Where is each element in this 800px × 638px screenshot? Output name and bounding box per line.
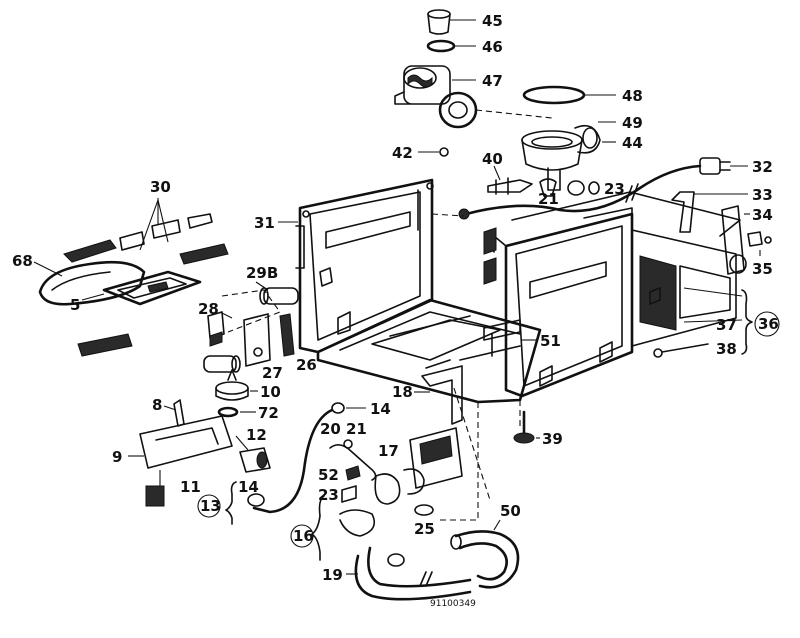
sump-seal-48 — [522, 85, 586, 105]
callout-10: 10 — [260, 383, 281, 401]
callout-34: 34 — [752, 206, 773, 224]
callout-5: 5 — [70, 296, 80, 314]
callout-49: 49 — [622, 114, 643, 132]
ring-23-lower — [341, 485, 357, 503]
callout-9: 9 — [112, 448, 122, 466]
callout-17: 17 — [378, 442, 399, 460]
callout-51: 51 — [540, 332, 561, 350]
callout-52: 52 — [318, 466, 339, 484]
group-brace-36 — [741, 289, 753, 355]
terminal-strip-26 — [279, 313, 295, 357]
seal-25 — [414, 504, 434, 516]
circulation-pump-47 — [394, 65, 478, 129]
hose-14 — [247, 402, 345, 514]
drain-hose-50 — [450, 530, 520, 589]
callout-23-lower: 23 — [318, 486, 339, 504]
callout-68: 68 — [12, 252, 33, 270]
sensor-40 — [487, 177, 533, 195]
clip-21-upper — [539, 178, 557, 197]
grommet-42 — [439, 147, 449, 157]
screw-52 — [345, 465, 361, 481]
callout-25: 25 — [414, 520, 435, 538]
bracket-plate-9 — [139, 399, 233, 469]
callout-20: 20 — [320, 420, 341, 438]
callout-28: 28 — [198, 300, 219, 318]
bracket-33 — [671, 191, 695, 233]
hinge-34 — [721, 205, 747, 275]
control-panel-68 — [38, 260, 146, 306]
callout-32: 32 — [752, 158, 773, 176]
switch-buttons-30 — [63, 213, 229, 357]
ring-23-upper — [567, 180, 600, 196]
callout-44: 44 — [622, 134, 643, 152]
callout-33: 33 — [752, 186, 773, 204]
left-side-panel-31 — [295, 178, 434, 354]
callout-18: 18 — [392, 383, 413, 401]
callout-16: 16 — [293, 527, 314, 545]
callout-36: 36 — [758, 315, 779, 333]
callout-37: 37 — [716, 316, 737, 334]
clamp-part — [339, 509, 376, 537]
callout-50: 50 — [500, 502, 521, 520]
callout-31: 31 — [254, 214, 275, 232]
callout-40: 40 — [482, 150, 503, 168]
leveling-foot-39 — [513, 410, 535, 444]
bracket-27 — [243, 313, 271, 367]
callout-8: 8 — [152, 396, 162, 414]
callout-23-upper: 23 — [604, 180, 625, 198]
capacitor-29b — [259, 287, 299, 305]
drawing-code: 91100349 — [430, 599, 476, 609]
valve-assembly-17 — [374, 427, 463, 505]
callout-11: 11 — [180, 478, 201, 496]
callout-27: 27 — [262, 364, 283, 382]
pressure-switch-10 — [215, 369, 249, 401]
callout-19: 19 — [322, 566, 343, 584]
rail-51 — [483, 319, 521, 357]
connector-block — [145, 485, 165, 507]
callout-13: 13 — [200, 497, 221, 515]
callout-12: 12 — [246, 426, 267, 444]
callout-21-lower: 21 — [346, 420, 367, 438]
cylinder-part — [203, 355, 241, 373]
callout-14-left: 14 — [238, 478, 259, 496]
drain-hose-19 — [354, 546, 472, 601]
back-panel-37 — [631, 229, 737, 347]
callout-29b: 29B — [246, 264, 278, 282]
seal-ring-46 — [426, 39, 456, 53]
clip-20-21 — [329, 439, 377, 481]
sump-housing-44 — [521, 124, 601, 191]
callout-21-upper: 21 — [538, 190, 559, 208]
control-board-5 — [102, 270, 202, 306]
relay-28 — [207, 311, 225, 347]
callout-35: 35 — [752, 260, 773, 278]
power-cable-32 — [458, 157, 731, 220]
screw-38 — [653, 343, 709, 358]
callout-circle-36 — [754, 311, 780, 337]
callout-30: 30 — [150, 178, 171, 196]
callout-39: 39 — [542, 430, 563, 448]
callout-14-right: 14 — [370, 400, 391, 418]
callout-48: 48 — [622, 87, 643, 105]
callout-26: 26 — [296, 356, 317, 374]
support-bracket-18 — [421, 359, 463, 425]
callout-38: 38 — [716, 340, 737, 358]
callout-circle-16 — [290, 524, 314, 548]
callout-46: 46 — [482, 38, 503, 56]
pump-cap-45 — [427, 9, 451, 35]
callout-45: 45 — [482, 12, 503, 30]
valve-12 — [239, 447, 271, 473]
callout-labels: 45 46 47 48 49 44 42 40 21 23 32 33 34 3… — [12, 12, 779, 584]
gasket-72 — [217, 406, 239, 418]
callout-circle-13 — [197, 494, 221, 518]
screw-35 — [747, 231, 772, 247]
callout-72: 72 — [258, 404, 279, 422]
callout-47: 47 — [482, 72, 503, 90]
right-side-panel — [483, 191, 741, 398]
callout-42: 42 — [392, 144, 413, 162]
